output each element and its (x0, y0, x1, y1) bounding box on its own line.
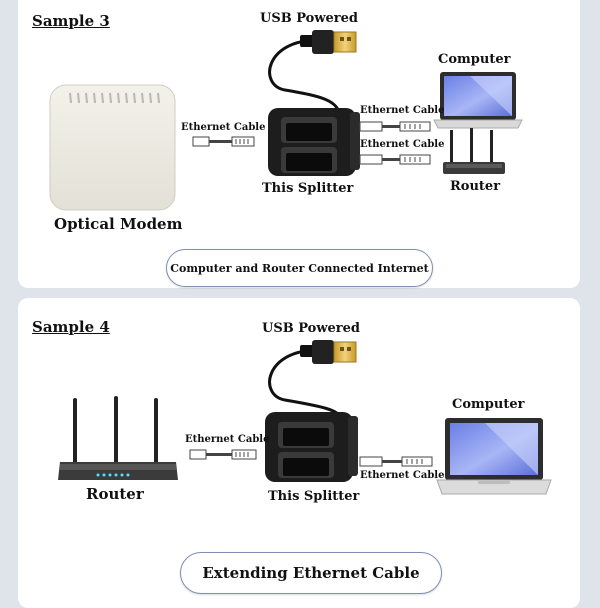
computer-label: Computer (452, 397, 525, 412)
splitter-label: This Splitter (268, 489, 360, 504)
sample-4-heading: Sample 4 (32, 318, 110, 336)
sample-3-heading: Sample 3 (32, 12, 110, 30)
router-label: Router (86, 485, 144, 503)
laptop-icon (433, 72, 523, 129)
ethernet-cable-label: Ethernet Cable (360, 139, 445, 150)
splitter-label: This Splitter (262, 181, 354, 196)
ethernet-cable-icon (189, 449, 257, 460)
ethernet-cable-icon (359, 154, 431, 165)
splitter-icon (265, 412, 358, 482)
ethernet-cable-label: Ethernet Cable (185, 434, 270, 445)
router-label: Router (450, 179, 501, 194)
router-icon (443, 128, 505, 174)
ethernet-cable-label: Ethernet Cable (360, 470, 445, 481)
caption-pill: Extending Ethernet Cable (180, 552, 442, 594)
ethernet-cable-icon (359, 121, 431, 132)
caption-pill: Computer and Router Connected Internet (166, 249, 433, 287)
ethernet-cable-icon (192, 136, 255, 147)
optical-modem-label: Optical Modem (54, 215, 183, 233)
ethernet-cable-icon (359, 456, 433, 467)
splitter-icon (268, 108, 360, 176)
usb-cable-icon (268, 30, 357, 119)
optical-modem-icon (49, 84, 176, 211)
usb-powered-label: USB Powered (260, 11, 359, 26)
ethernet-cable-label: Ethernet Cable (360, 105, 445, 116)
ethernet-cable-label: Ethernet Cable (181, 122, 266, 133)
router-icon (58, 396, 178, 480)
laptop-icon (436, 418, 552, 495)
computer-label: Computer (438, 52, 511, 67)
usb-powered-label: USB Powered (262, 321, 361, 336)
usb-cable-icon (268, 340, 357, 419)
